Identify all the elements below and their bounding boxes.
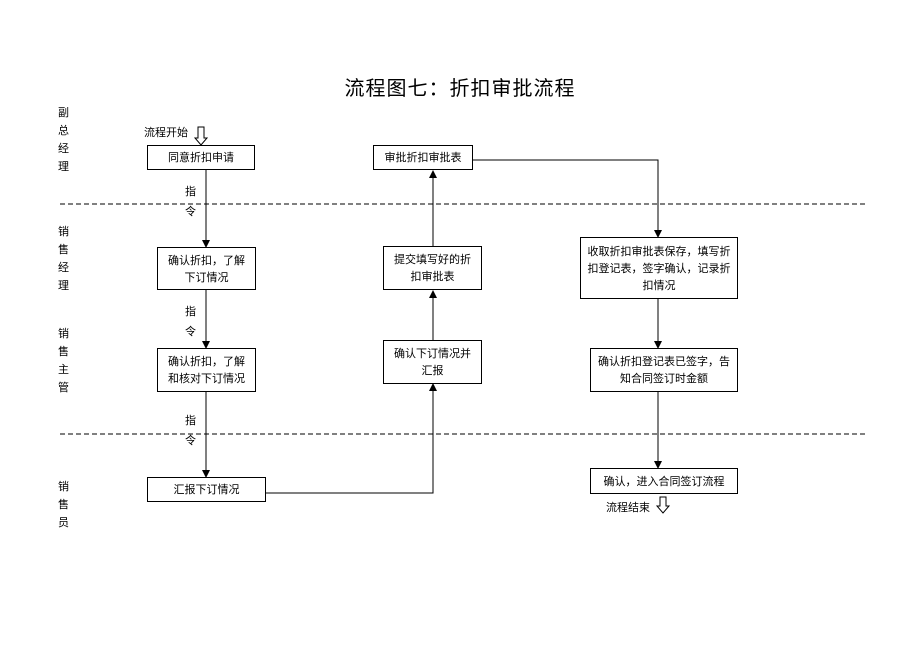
box-confirm-report-text: 确认下订情况并汇报 bbox=[394, 347, 471, 377]
box-manager-confirm: 确认折扣，了解下订情况 bbox=[157, 247, 256, 290]
lane-label-vp: 副总经理 bbox=[58, 106, 69, 173]
page-title: 流程图七：折扣审批流程 bbox=[344, 76, 576, 100]
box-agree-discount-text: 同意折扣申请 bbox=[168, 151, 234, 164]
box-agree-discount: 同意折扣申请 bbox=[147, 145, 255, 170]
start-label: 流程开始 bbox=[144, 126, 188, 139]
arrow-approve-to-receive bbox=[473, 159, 662, 238]
lane-label-supervisor: 销售主管 bbox=[58, 327, 69, 394]
end-arrow-icon bbox=[655, 496, 671, 514]
instruction-label-1: 指令 bbox=[185, 185, 196, 218]
lane-label-manager: 销售经理 bbox=[58, 225, 69, 292]
instruction-label-2: 指令 bbox=[185, 305, 196, 338]
box-confirm-contract-text: 确认，进入合同签订流程 bbox=[603, 474, 725, 488]
instruction-label-3: 指令 bbox=[185, 414, 196, 447]
lane-label-staff: 销售员 bbox=[58, 480, 69, 529]
box-confirm-signed-text: 确认折扣登记表已签字，告知合同签订时金额 bbox=[598, 355, 730, 385]
box-report-orders-text: 汇报下订情况 bbox=[173, 483, 240, 496]
box-receive-form-text: 收取折扣审批表保存，填写折扣登记表，签字确认，记录折扣情况 bbox=[587, 244, 731, 292]
arrow-report-to-confirm bbox=[266, 383, 437, 494]
box-supervisor-confirm: 确认折扣，了解和核对下订情况 bbox=[157, 348, 256, 392]
end-label: 流程结束 bbox=[606, 501, 650, 514]
box-submit-form-text: 提交填写好的折扣审批表 bbox=[394, 253, 471, 283]
box-report-orders: 汇报下订情况 bbox=[147, 477, 266, 502]
box-manager-confirm-text: 确认折扣，了解下订情况 bbox=[168, 253, 245, 284]
start-arrow-icon bbox=[193, 126, 209, 146]
box-confirm-contract: 确认，进入合同签订流程 bbox=[590, 468, 738, 494]
box-submit-form: 提交填写好的折扣审批表 bbox=[383, 246, 482, 290]
box-supervisor-confirm-text: 确认折扣，了解和核对下订情况 bbox=[168, 355, 245, 385]
box-confirm-report: 确认下订情况并汇报 bbox=[383, 340, 482, 384]
box-receive-form: 收取折扣审批表保存，填写折扣登记表，签字确认，记录折扣情况 bbox=[580, 237, 738, 299]
box-approve-form: 审批折扣审批表 bbox=[373, 145, 473, 170]
box-approve-form-text: 审批折扣审批表 bbox=[384, 151, 462, 164]
box-confirm-signed: 确认折扣登记表已签字，告知合同签订时金额 bbox=[590, 348, 738, 392]
